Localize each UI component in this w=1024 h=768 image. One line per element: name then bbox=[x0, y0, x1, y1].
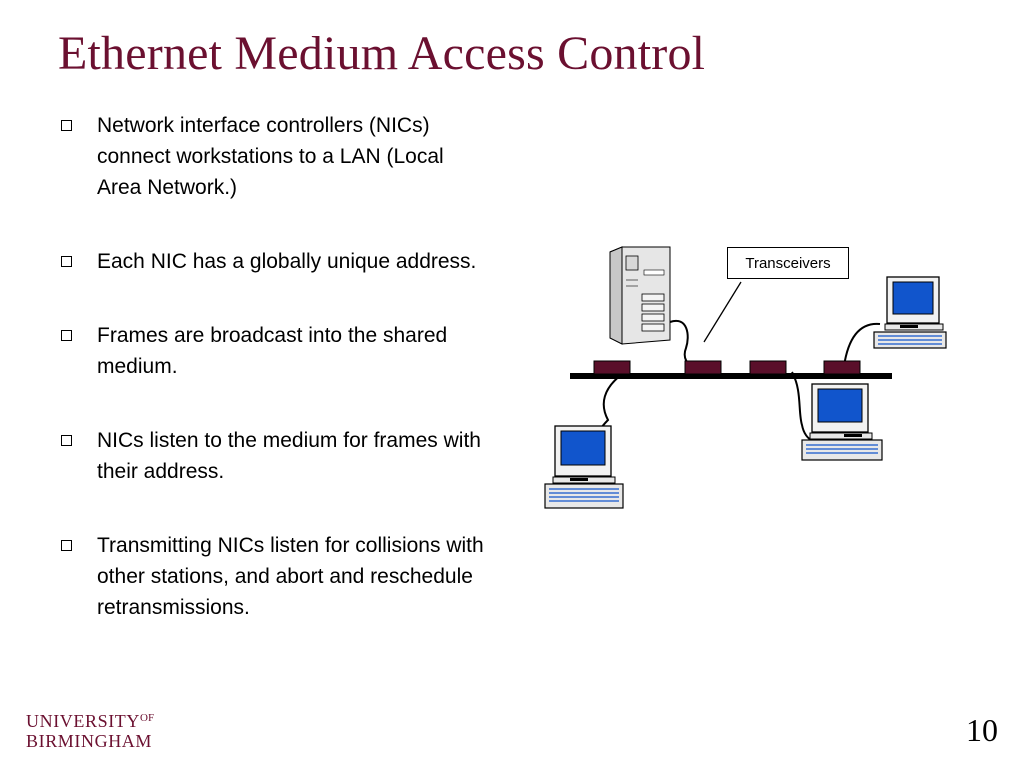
bullet-item: Transmitting NICs listen for collisions … bbox=[58, 530, 488, 623]
page-number: 10 bbox=[966, 712, 998, 748]
transceiver bbox=[684, 360, 722, 375]
logo-of: OF bbox=[140, 712, 155, 724]
transceiver bbox=[823, 360, 861, 375]
logo-line2: BIRMINGHAM bbox=[26, 731, 153, 751]
workstation-middle-icon bbox=[801, 383, 883, 461]
bullet-list: Network interface controllers (NICs) con… bbox=[58, 110, 488, 666]
server-drop-cable bbox=[669, 319, 694, 368]
workstation-left-icon bbox=[544, 425, 624, 509]
bullet-item: Frames are broadcast into the shared med… bbox=[58, 320, 488, 382]
transceivers-callout: Transceivers bbox=[727, 247, 849, 279]
ethernet-diagram-svg bbox=[544, 246, 947, 509]
ethernet-diagram: Transceivers bbox=[540, 240, 960, 525]
square-bullet-icon bbox=[61, 256, 72, 267]
transceiver bbox=[749, 360, 787, 375]
university-logo: UNIVERSITYOF BIRMINGHAM bbox=[26, 708, 154, 751]
square-bullet-icon bbox=[61, 120, 72, 131]
bullet-text: Each NIC has a globally unique address. bbox=[97, 250, 477, 273]
bullet-item: Network interface controllers (NICs) con… bbox=[58, 110, 488, 203]
square-bullet-icon bbox=[61, 540, 72, 551]
bullet-text: Transmitting NICs listen for collisions … bbox=[97, 534, 484, 619]
transceiver bbox=[593, 360, 631, 375]
workstation-right-icon bbox=[873, 276, 947, 349]
bullet-text: NICs listen to the medium for frames wit… bbox=[97, 429, 481, 483]
bullet-item: Each NIC has a globally unique address. bbox=[58, 246, 488, 277]
server-tower-icon bbox=[609, 246, 671, 345]
slide-title: Ethernet Medium Access Control bbox=[58, 27, 706, 80]
bullet-text: Network interface controllers (NICs) con… bbox=[97, 114, 444, 199]
bullet-text: Frames are broadcast into the shared med… bbox=[97, 324, 448, 378]
right-pc-drop-cable bbox=[843, 322, 881, 367]
logo-line1: UNIVERSITY bbox=[26, 711, 140, 731]
middle-pc-drop-cable bbox=[791, 371, 815, 443]
callout-pointer-line bbox=[703, 281, 742, 343]
square-bullet-icon bbox=[61, 330, 72, 341]
square-bullet-icon bbox=[61, 435, 72, 446]
bullet-item: NICs listen to the medium for frames wit… bbox=[58, 425, 488, 487]
